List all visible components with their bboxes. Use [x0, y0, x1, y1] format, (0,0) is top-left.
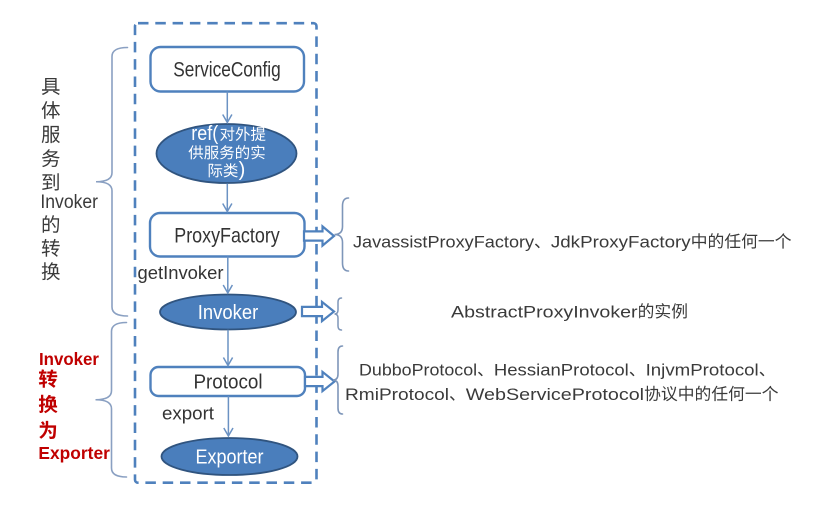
svg-text:getInvoker: getInvoker	[138, 262, 224, 283]
svg-text:InjvmProtocol: InjvmProtocol	[646, 361, 759, 379]
svg-text:ref(: ref(	[191, 123, 218, 145]
svg-text:Invoker: Invoker	[40, 191, 98, 213]
svg-text:ProxyFactory: ProxyFactory	[174, 225, 280, 248]
svg-text:DubboProtocol: DubboProtocol	[359, 361, 477, 379]
svg-text:RmiProtocol: RmiProtocol	[345, 386, 449, 404]
svg-text:Protocol: Protocol	[194, 372, 263, 394]
svg-text:WebServiceProtocol: WebServiceProtocol	[466, 386, 644, 404]
svg-text:export: export	[162, 403, 214, 424]
svg-text:JavassistProxyFactory: JavassistProxyFactory	[353, 233, 535, 251]
svg-text:ServiceConfig: ServiceConfig	[173, 59, 281, 82]
svg-text:Exporter: Exporter	[196, 446, 264, 469]
svg-text:AbstractProxyInvoker: AbstractProxyInvoker	[451, 303, 638, 321]
svg-text:): )	[239, 159, 246, 181]
svg-text:Invoker: Invoker	[39, 349, 99, 369]
svg-text:HessianProtocol: HessianProtocol	[494, 361, 629, 379]
svg-text:JdkProxyFactory: JdkProxyFactory	[551, 233, 692, 251]
svg-text:Exporter: Exporter	[38, 443, 110, 463]
svg-text:Invoker: Invoker	[198, 301, 259, 324]
